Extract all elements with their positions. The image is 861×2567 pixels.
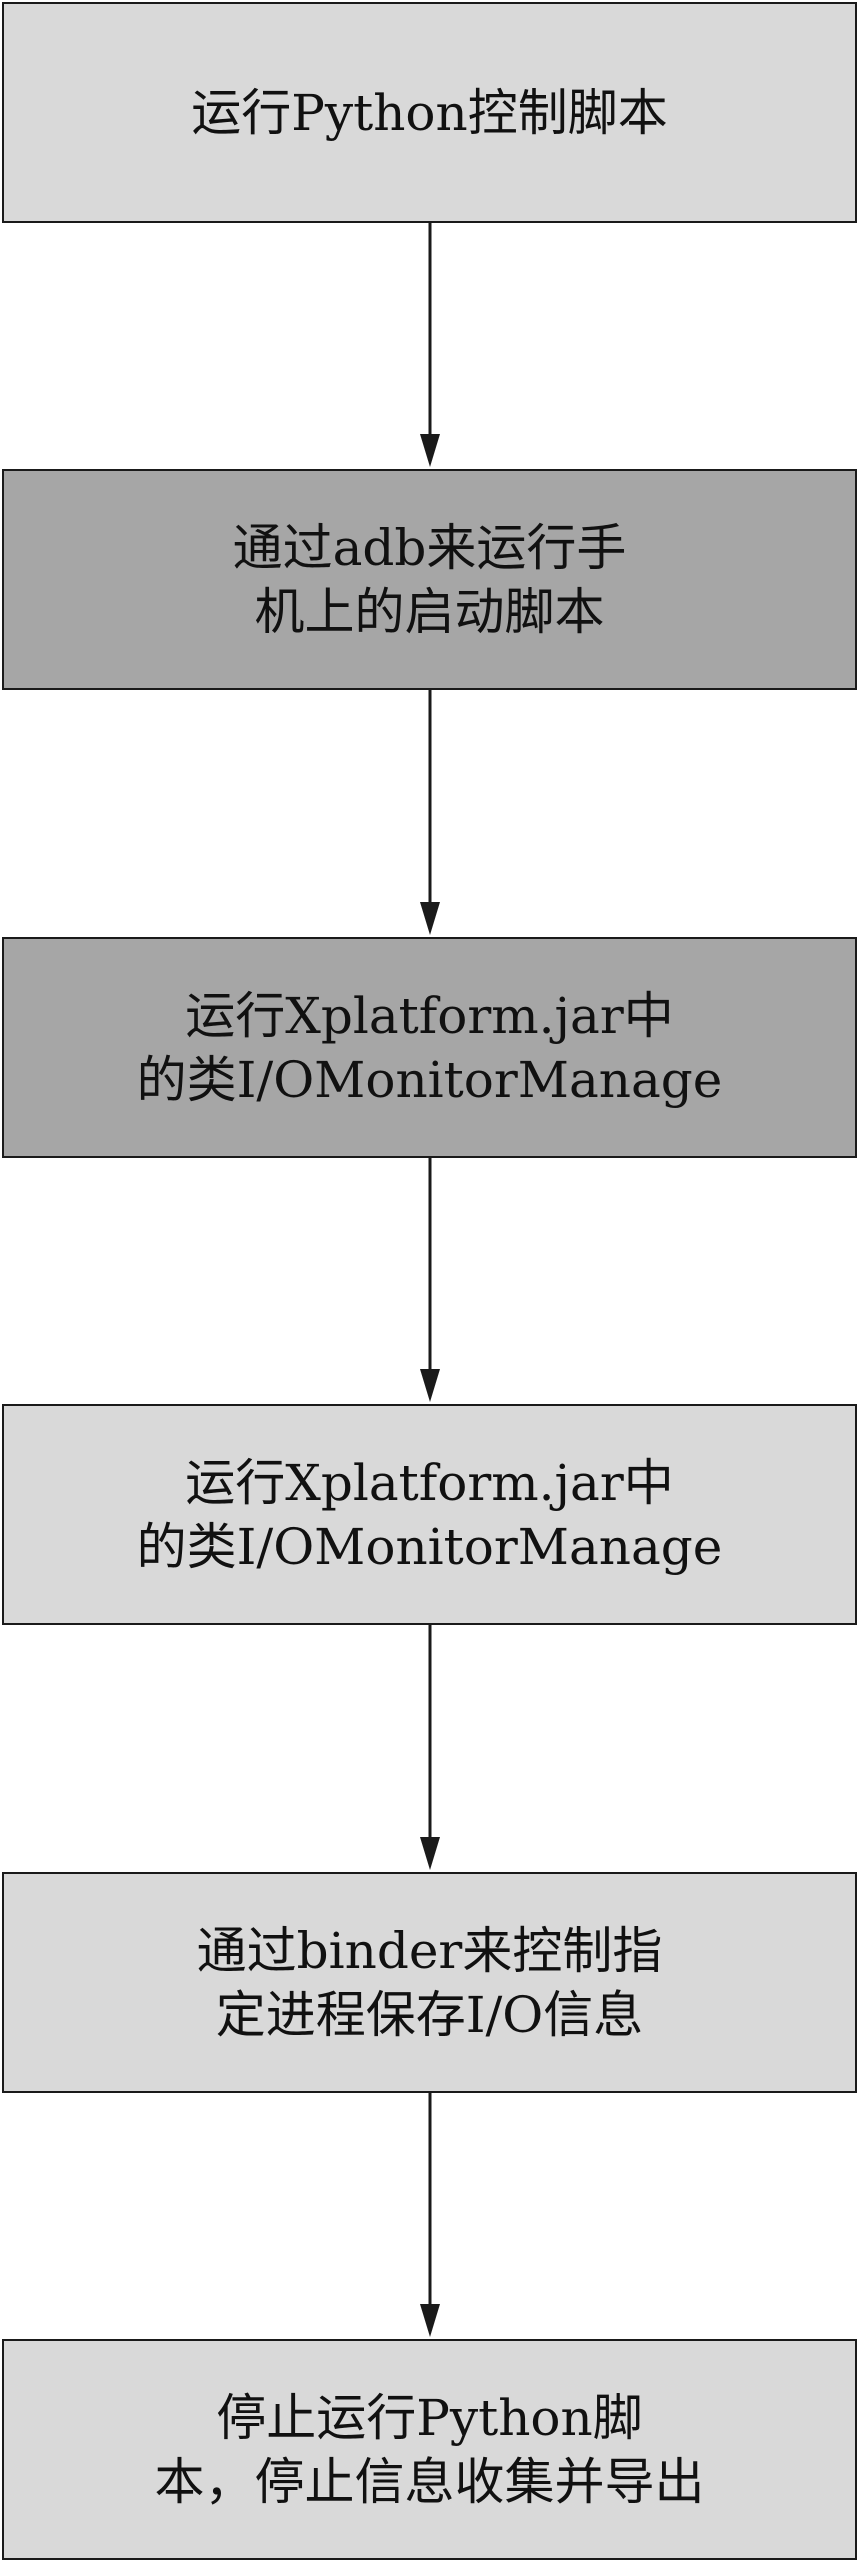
step-3-line-1: 运行Xplatform.jar中 [185, 986, 674, 1045]
arrow-1-to-2 [420, 223, 440, 467]
step-6-line-2: 本，停止信息收集并导出 [154, 2452, 705, 2511]
step-6-line-1: 停止运行Python脚 [216, 2388, 643, 2447]
step-binder-save-io-info: 通过binder来控制指 定进程保存I/O信息 [2, 1872, 857, 2093]
step-1-line-1: 运行Python控制脚本 [191, 83, 668, 142]
step-5-text: 通过binder来控制指 定进程保存I/O信息 [80, 1919, 780, 2047]
step-5-line-1: 通过binder来控制指 [196, 1921, 663, 1980]
step-5-line-2: 定进程保存I/O信息 [215, 1985, 644, 2044]
arrow-5-to-6 [420, 2093, 440, 2337]
step-3-line-2: 的类I/OMonitorManage [136, 1050, 723, 1109]
step-run-xplatform-class-b: 运行Xplatform.jar中 的类I/OMonitorManage [2, 1404, 857, 1625]
step-stop-and-export: 停止运行Python脚 本，停止信息收集并导出 [2, 2339, 857, 2560]
step-2-line-2: 机上的启动脚本 [254, 582, 605, 641]
step-4-line-1: 运行Xplatform.jar中 [185, 1453, 674, 1512]
step-3-text: 运行Xplatform.jar中 的类I/OMonitorManage [80, 984, 780, 1112]
step-2-text: 通过adb来运行手 机上的启动脚本 [80, 516, 780, 644]
step-1-text: 运行Python控制脚本 [80, 81, 780, 145]
step-run-startup-script-via-adb: 通过adb来运行手 机上的启动脚本 [2, 469, 857, 690]
arrow-3-to-4 [420, 1158, 440, 1402]
arrow-4-to-5 [420, 1625, 440, 1870]
step-run-python-script: 运行Python控制脚本 [2, 2, 857, 223]
step-4-line-2: 的类I/OMonitorManage [136, 1517, 723, 1576]
step-run-xplatform-class-a: 运行Xplatform.jar中 的类I/OMonitorManage [2, 937, 857, 1158]
step-4-text: 运行Xplatform.jar中 的类I/OMonitorManage [80, 1451, 780, 1579]
step-6-text: 停止运行Python脚 本，停止信息收集并导出 [80, 2386, 780, 2514]
step-2-line-1: 通过adb来运行手 [232, 518, 627, 577]
arrow-2-to-3 [420, 690, 440, 935]
